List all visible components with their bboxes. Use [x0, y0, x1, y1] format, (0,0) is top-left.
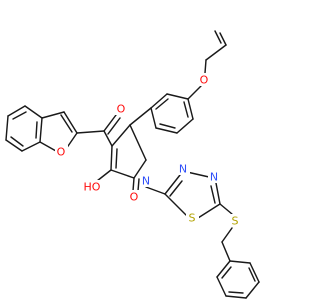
bond-ether-phenyl: [187, 85, 202, 100]
bond-ph1-inner-2: [159, 123, 176, 129]
bond-c4-ccarbonyl: [103, 130, 113, 147]
bond-bz-inner-1: [12, 111, 27, 120]
atom-n-ring: N: [142, 175, 150, 188]
bond-c5-c4: [111, 124, 131, 147]
bond-tdz-c2-n3-double: [169, 180, 183, 197]
n-ring-bg: [140, 174, 153, 187]
bond-bzl-inner-3: [221, 266, 232, 279]
bond-carbonyl-bf: [76, 130, 105, 134]
atom-o-carbonyl: O: [117, 103, 126, 116]
bond-c2-n1: [133, 159, 147, 179]
bond-bzl-3: [245, 281, 260, 299]
bond-c4-c3: [110, 145, 113, 171]
bond-n1-c5: [129, 124, 147, 161]
bond-ph1-b: [150, 93, 168, 109]
atom-o-lactam: O: [130, 191, 139, 204]
bond-bz-inner-2: [10, 136, 24, 147]
bond-ph1-f: [187, 98, 194, 120]
o-lactam-bg: [128, 190, 141, 203]
bond-ph1-e: [176, 118, 194, 134]
bond-bf-c2-c3: [63, 111, 78, 134]
bond-bf-c2-c3-double: [60, 114, 73, 133]
bond-allyl-1: [219, 32, 227, 46]
atom-o-furan: O: [57, 146, 66, 159]
bond-bf-c3a-c7a: [39, 117, 43, 143]
bond-ph1-c: [150, 107, 157, 129]
bond-bz-5: [21, 141, 41, 152]
n-tdz1-bg: [177, 162, 190, 175]
bond-c5-sthio: [219, 203, 233, 215]
o-ether-bg: [198, 73, 211, 86]
bond-c2-o-double: [137, 178, 140, 192]
bond-n1-tdz: [145, 186, 166, 195]
bond-bzl-inner-1: [248, 267, 256, 282]
bond-tdz-s-c2: [164, 193, 187, 216]
o-furan-bg: [55, 145, 68, 158]
bond-phenyl-c5: [129, 107, 152, 126]
bond-c3-c2: [110, 169, 135, 179]
o-carbonyl-bg: [115, 102, 128, 115]
bond-allyl-3: [204, 59, 207, 74]
bond-allyl-1b: [214, 30, 222, 44]
bond-bzl-4: [225, 295, 247, 299]
bond-bz-2: [7, 105, 26, 117]
bond-tdz-c5-s: [197, 203, 221, 219]
bond-bzl-inner-2: [228, 291, 244, 294]
bond-bz-3: [5, 115, 9, 141]
bond-tdz-n4-c5-double: [210, 185, 216, 204]
atom-s-thioether: S: [232, 215, 239, 228]
bond-ph1-inner-1: [155, 98, 169, 110]
atom-labels: O O O HO O N N N S: [55, 73, 242, 228]
bond-c3-oh: [96, 169, 112, 182]
molecule-canvas: O O O HO O N N N S: [5, 30, 260, 299]
bond-bzl-2: [249, 262, 260, 283]
atom-s-thiadiazole: S: [189, 212, 196, 225]
bond-carbonyl-o-double: [107, 117, 121, 135]
bond-ph1-a: [166, 93, 189, 100]
bond-bz-4: [5, 139, 23, 152]
bond-allyl-2: [205, 44, 227, 61]
bond-ph1-d: [155, 127, 178, 134]
molecule-structure: O O O HO O N N N S: [5, 30, 260, 299]
bond-bzl-6: [216, 260, 231, 278]
bond-bzl-5: [216, 276, 227, 297]
bond-ch2-benzyl: [221, 241, 231, 262]
bond-tdz-c2-n3: [164, 174, 181, 195]
bond-bf-c7a-o: [39, 141, 57, 152]
atom-o-ether: O: [200, 74, 209, 87]
bond-carbonyl-o: [103, 114, 117, 132]
oh-bg: [82, 180, 102, 193]
bond-bzl-1: [229, 260, 251, 264]
atom-hydroxyl: HO: [84, 181, 101, 194]
atom-n-thiadiazole-1: N: [179, 163, 187, 176]
s-thio-bg: [229, 214, 242, 227]
s-tdz-bg: [186, 211, 199, 224]
bonds: [5, 30, 260, 299]
bond-tdz-n3-n4: [186, 171, 210, 178]
bond-bf-c3-c3a: [41, 111, 65, 119]
bond-sthio-ch2: [221, 227, 233, 243]
bond-c4-c3-double: [115, 148, 118, 169]
bond-bz-inner-3: [35, 121, 38, 139]
atom-n-thiadiazole-2: N: [210, 171, 218, 184]
bond-c2-o: [132, 177, 135, 192]
bond-ph1-inner-3: [183, 101, 189, 118]
n-tdz2-bg: [208, 170, 221, 183]
bond-bz-1: [24, 105, 43, 119]
bond-tdz-n4-c5: [215, 182, 221, 205]
